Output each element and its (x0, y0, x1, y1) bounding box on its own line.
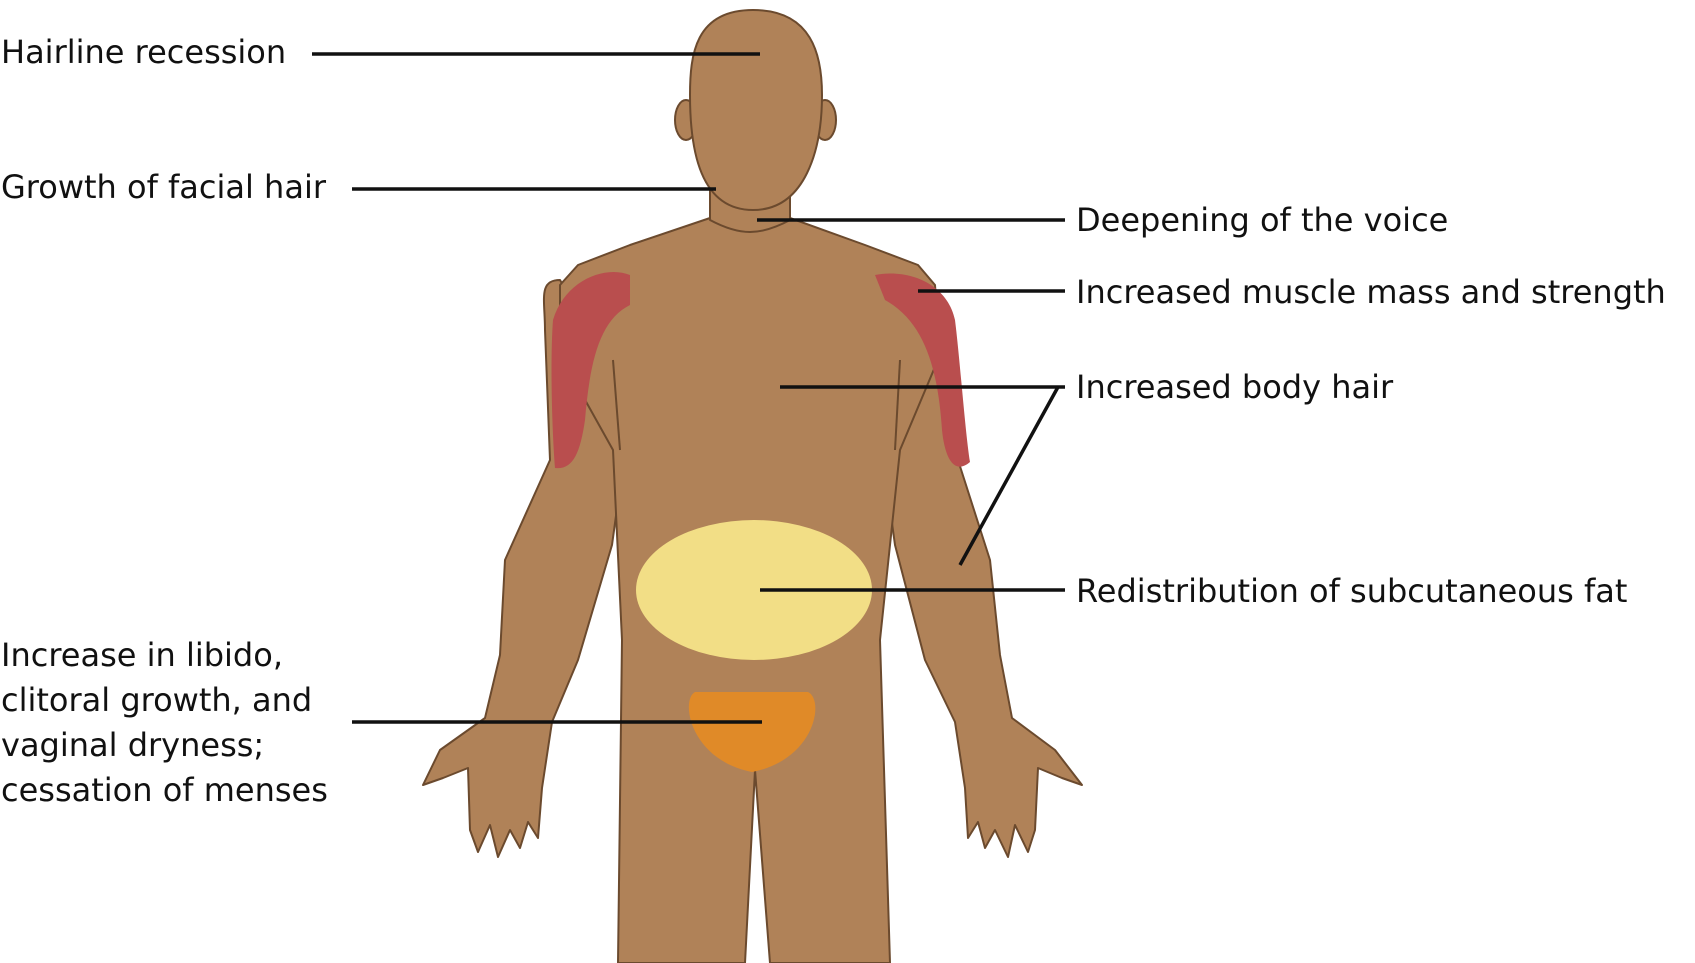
label-muscle-mass: Increased muscle mass and strength (1076, 273, 1666, 311)
label-deepening-voice: Deepening of the voice (1076, 201, 1448, 239)
body-figure (422, 9, 1083, 963)
left-shoulder-muscle (551, 272, 630, 469)
label-libido-line-2: clitoral growth, and (1, 681, 312, 719)
label-fat-redistribution: Redistribution of subcutaneous fat (1076, 572, 1627, 610)
anatomy-lines (612, 359, 901, 451)
leader-lines (312, 52, 1065, 724)
label-libido-line-4: cessation of menses (1, 771, 328, 809)
label-hairline-recession: Hairline recession (1, 33, 286, 71)
head (689, 9, 823, 211)
leader-body-hair-arm (958, 386, 1060, 566)
label-libido-line-1: Increase in libido, (1, 636, 283, 674)
pelvic-region (688, 692, 816, 772)
label-libido-line-3: vaginal dryness; (1, 726, 264, 764)
abdominal-fat-area (636, 520, 872, 660)
label-facial-hair: Growth of facial hair (1, 168, 327, 206)
label-body-hair: Increased body hair (1076, 368, 1394, 406)
right-shoulder-muscle (875, 273, 970, 467)
labels: Hairline recession Growth of facial hair… (1, 33, 1666, 809)
